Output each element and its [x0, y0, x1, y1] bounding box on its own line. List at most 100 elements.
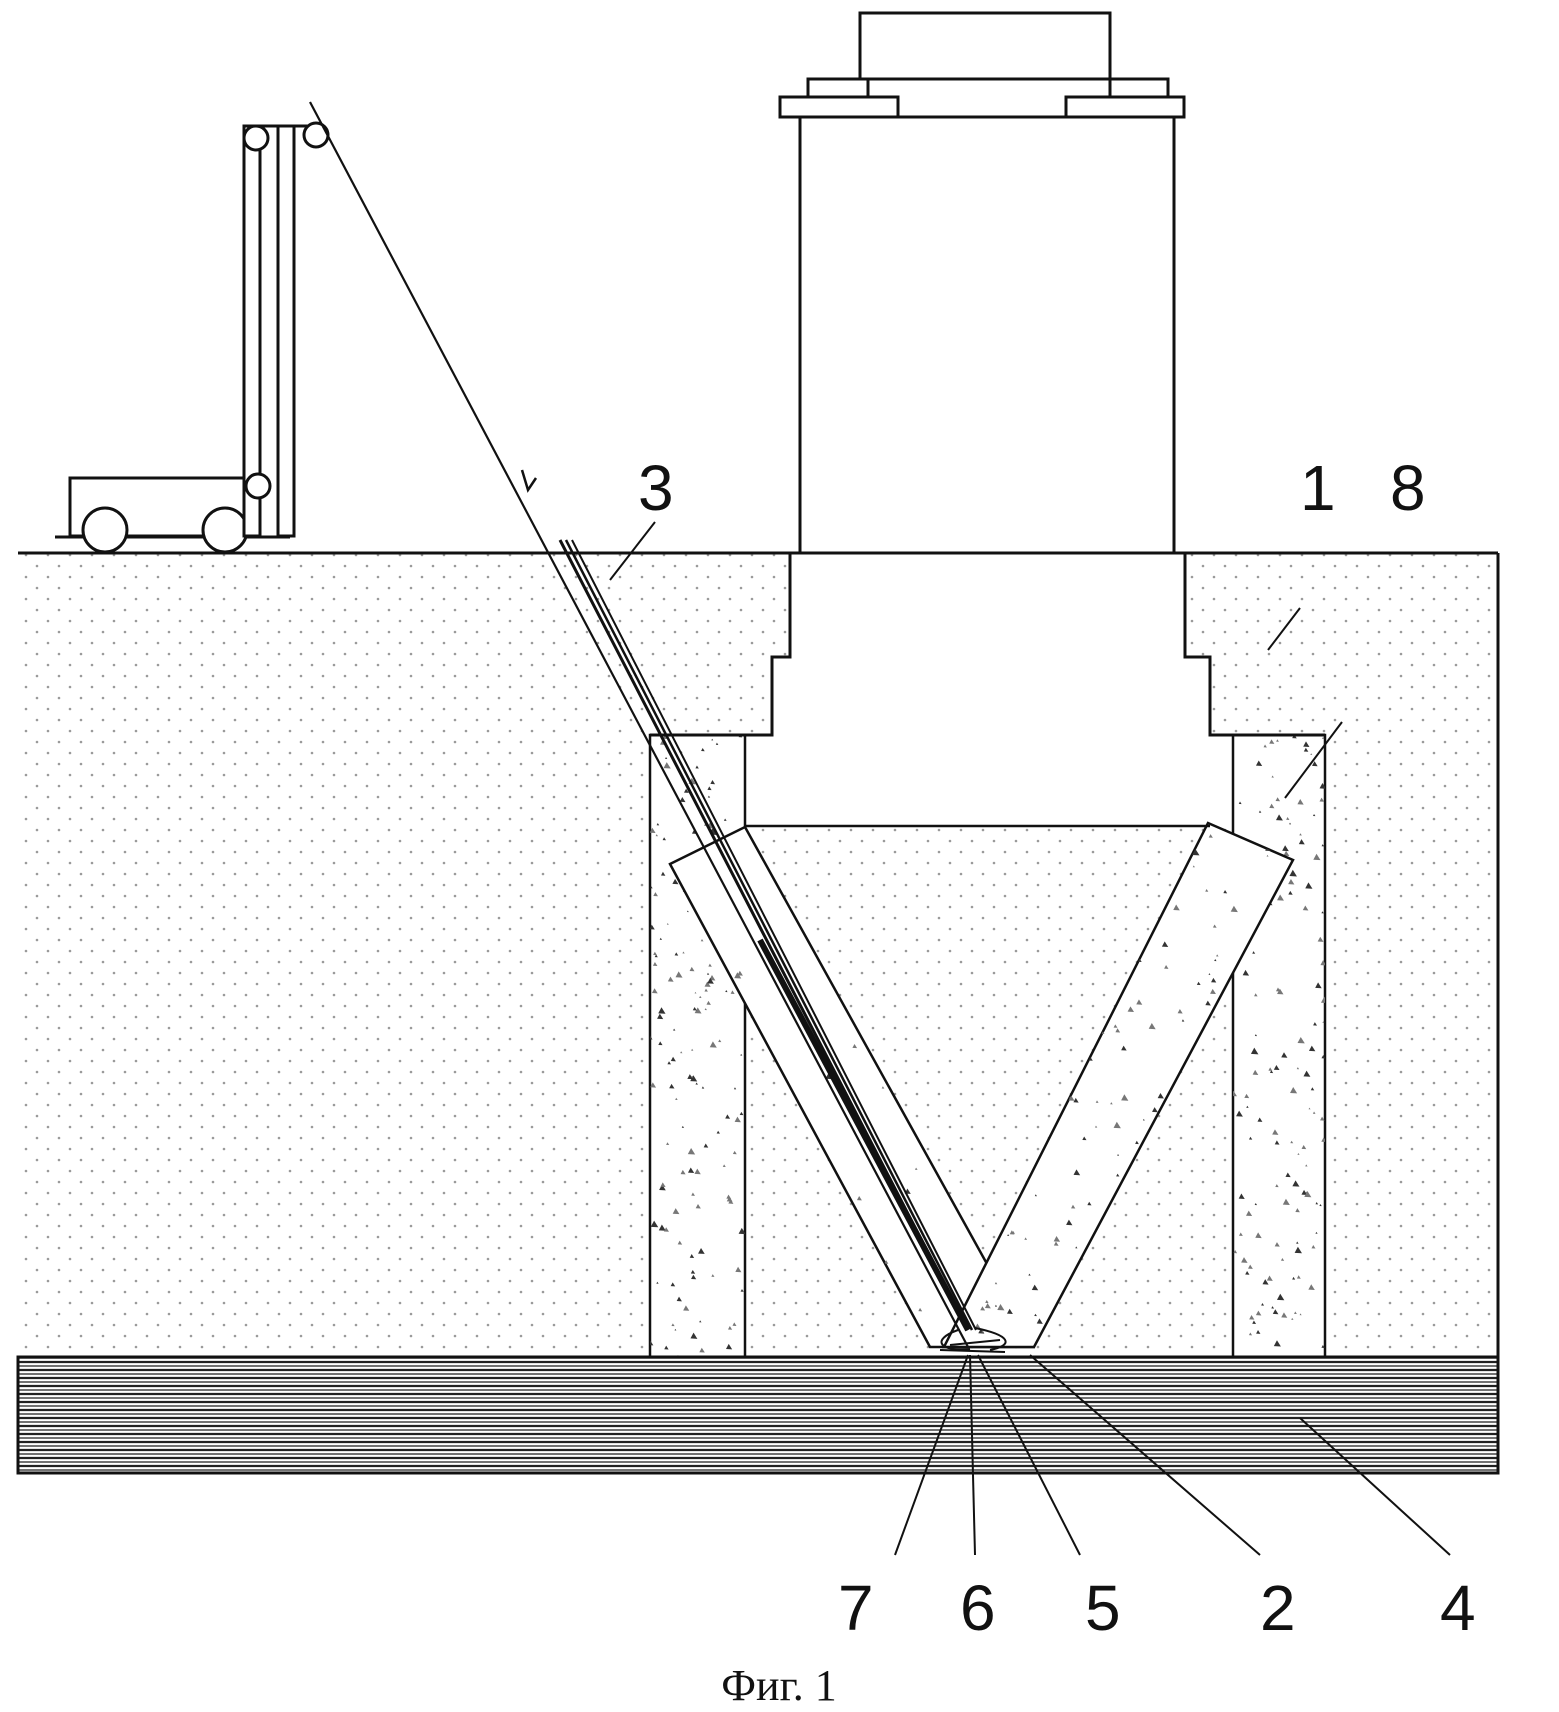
gravel-speck: [1286, 817, 1290, 820]
gravel-speck: [1322, 736, 1325, 739]
gravel-speck: [1208, 834, 1213, 838]
gravel-speck: [682, 951, 685, 954]
gravel-speck: [1238, 1193, 1245, 1199]
gravel-speck: [1310, 1087, 1315, 1091]
gravel-speck: [1127, 1006, 1135, 1013]
gravel-speck: [1192, 848, 1200, 856]
gravel-speck: [650, 886, 653, 889]
gravel-speck: [1305, 1191, 1308, 1194]
gravel-speck: [730, 990, 735, 994]
gravel-speck: [994, 1304, 998, 1307]
gravel-speck: [1152, 1107, 1158, 1113]
gravel-speck: [1321, 911, 1324, 914]
drill-string: [309, 101, 977, 1348]
gravel-speck: [1296, 1241, 1299, 1244]
gravel-speck: [1254, 993, 1258, 997]
gravel-speck: [695, 1082, 698, 1085]
gravel-speck: [706, 972, 710, 975]
gravel-speck: [1277, 894, 1284, 901]
gravel-speck: [1275, 814, 1283, 821]
gravel-speck: [732, 1150, 737, 1155]
gravel-speck: [1299, 1313, 1302, 1316]
gravel-speck: [694, 991, 697, 994]
gravel-speck: [1233, 1090, 1237, 1097]
gravel-speck: [1208, 973, 1211, 975]
gravel-speck: [1007, 1308, 1013, 1314]
gravel-speck: [680, 1169, 686, 1175]
callout-3: 3: [638, 452, 674, 524]
gravel-speck: [1034, 1194, 1037, 1197]
gravel-speck: [1034, 1313, 1037, 1317]
gravel-speck: [1115, 1028, 1121, 1033]
gravel-speck: [1273, 1340, 1281, 1347]
gravel-speck: [710, 780, 716, 785]
gravel-speck: [1075, 1246, 1078, 1249]
gravel-speck: [1275, 987, 1281, 992]
gravel-speck: [735, 1266, 742, 1273]
gravel-speck: [1236, 1110, 1243, 1117]
gravel-speck: [1308, 1107, 1311, 1110]
gravel-speck: [676, 1296, 682, 1302]
gravel-speck: [1292, 735, 1297, 739]
gravel-speck: [1248, 1264, 1253, 1269]
gravel-speck: [1281, 1312, 1288, 1318]
gravel-speck: [1319, 782, 1325, 789]
gravel-speck: [655, 834, 659, 837]
gravel-speck: [1053, 1241, 1059, 1246]
gravel-speck: [1238, 801, 1242, 805]
gravel-speck: [667, 976, 674, 982]
gravel-speck: [725, 1114, 731, 1119]
gravel-speck: [1294, 1246, 1302, 1254]
gravel-speck: [1250, 1047, 1259, 1055]
gravel-speck: [650, 1220, 659, 1228]
gravel-speck: [1088, 1057, 1093, 1061]
gravel-speck: [690, 1269, 696, 1274]
gravel-speck: [709, 1041, 717, 1048]
gravel-speck: [1289, 822, 1292, 825]
gravel-speck: [1205, 1000, 1211, 1006]
gravel-speck: [1271, 775, 1274, 778]
gravel-speck: [1024, 1237, 1028, 1240]
gravel-speck: [1321, 844, 1325, 847]
gravel-speck: [672, 1208, 680, 1215]
gravel-speck: [707, 795, 711, 798]
gravel-speck: [1073, 1169, 1081, 1176]
gravel-speck: [1181, 1019, 1185, 1022]
gravel-speck: [1094, 1125, 1098, 1128]
gravel-speck: [715, 742, 719, 745]
injection-node: [939, 1327, 1007, 1353]
gravel-speck: [728, 1199, 734, 1204]
gravel-speck: [1164, 964, 1169, 969]
gravel-speck: [1292, 1276, 1296, 1280]
gravel-speck: [1242, 969, 1250, 976]
gravel-speck: [1245, 1210, 1253, 1217]
gravel-speck: [662, 837, 666, 841]
gravel-speck: [698, 1248, 705, 1254]
gravel-speck: [738, 1227, 745, 1235]
gravel-speck: [658, 1224, 666, 1231]
gravel-speck: [1252, 1069, 1259, 1075]
gravel-speck: [1275, 1184, 1279, 1188]
gravel-speck: [1087, 1201, 1092, 1206]
gravel-speck: [704, 1008, 707, 1011]
gravel-speck: [656, 823, 660, 826]
gravel-speck: [1269, 803, 1275, 809]
gravel-speck: [1282, 1198, 1290, 1205]
gravel-speck: [1303, 747, 1309, 752]
gravel-speck: [884, 1260, 889, 1264]
left-cornice-cap: [806, 77, 870, 99]
gravel-speck: [1036, 1318, 1043, 1324]
rig-pulley-top-left: [242, 124, 270, 152]
gravel-speck: [1255, 760, 1263, 766]
gravel-speck: [680, 1051, 683, 1054]
gravel-speck: [1269, 739, 1275, 744]
gravel-speck: [1192, 865, 1195, 868]
gravel-speck: [1254, 1202, 1258, 1206]
gravel-speck: [1272, 1129, 1279, 1135]
gravel-speck: [1308, 1045, 1316, 1052]
gravel-speck: [1161, 941, 1169, 948]
gravel-speck: [1302, 905, 1309, 911]
left-cornice: [778, 95, 900, 119]
gravel-speck: [881, 1086, 885, 1089]
cable: [309, 101, 969, 1348]
